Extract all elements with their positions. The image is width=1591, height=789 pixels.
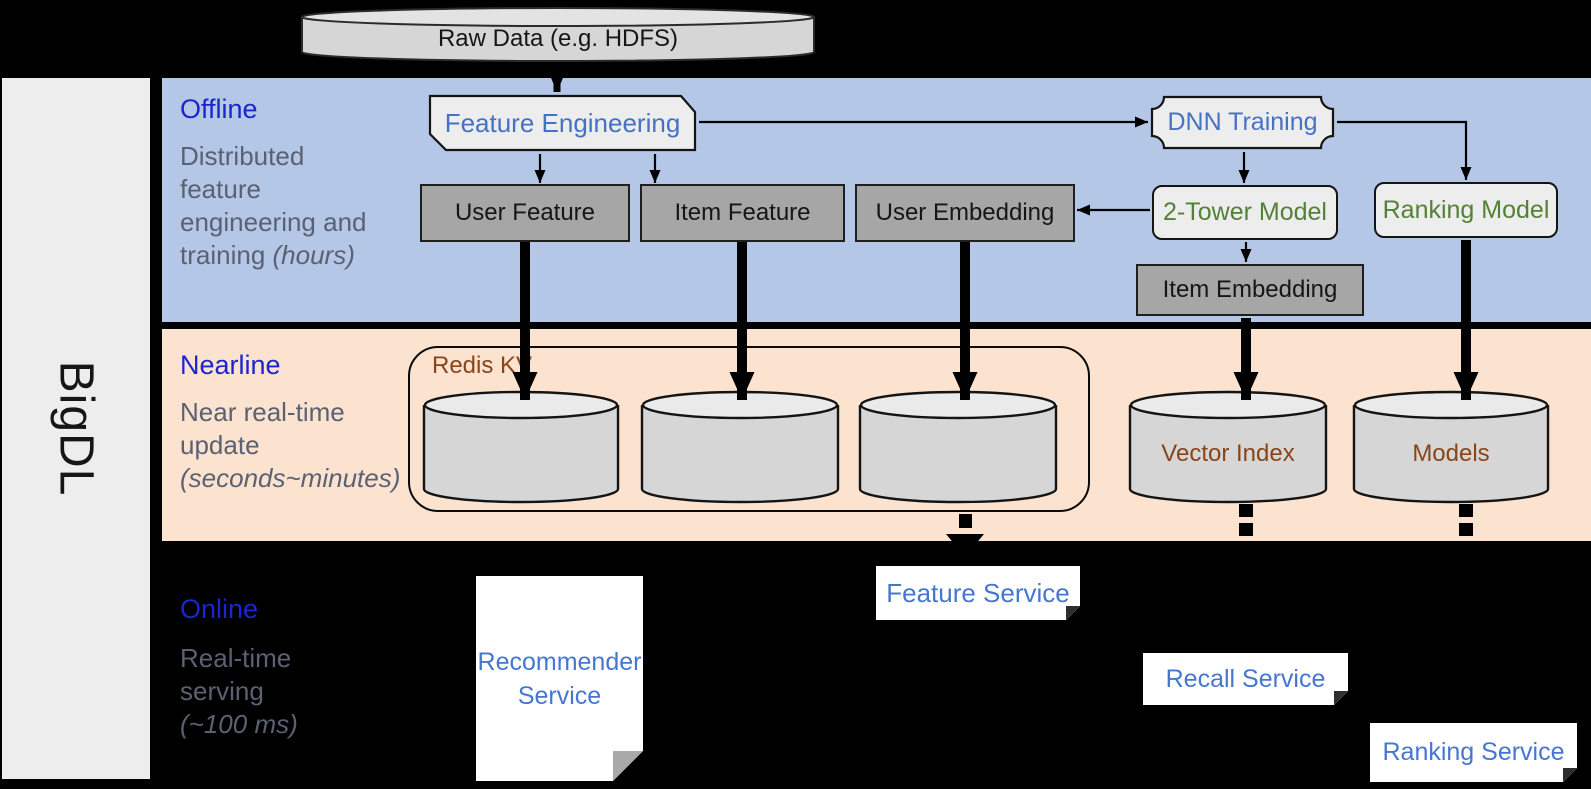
bigdl-logo-text: BigDL: [49, 360, 103, 497]
ranking-service-label: Ranking Service: [1382, 738, 1565, 766]
offline-title: Offline: [180, 94, 258, 124]
vector-index-store: Vector Index: [1128, 390, 1328, 507]
dnn-training-label: DNN Training: [1167, 108, 1318, 136]
two-tower-model-node: 2-Tower Model: [1152, 185, 1338, 240]
item-embedding-node: Item Embedding: [1136, 264, 1364, 316]
bigdl-sidebar: BigDL: [2, 78, 150, 779]
ranking-service-node: Ranking Service: [1370, 723, 1577, 782]
redis-cylinder-1: [422, 390, 620, 507]
models-store: Models: [1352, 390, 1550, 507]
recall-service-node: Recall Service: [1143, 653, 1348, 705]
online-title: Online: [180, 594, 259, 624]
cylinder-shape: [640, 390, 840, 507]
nearline-description: Near real-time update (seconds~minutes): [180, 397, 401, 493]
offline-description: Distributed feature engineering and trai…: [180, 141, 367, 270]
cylinder-shape: [422, 390, 620, 507]
user-feature-node: User Feature: [420, 184, 630, 242]
plaque-shape: [1150, 95, 1335, 150]
dnn-training-node: DNN Training: [1150, 95, 1335, 150]
redis-cylinder-2: [640, 390, 840, 507]
redis-kv-label: Redis KV: [432, 352, 533, 379]
recall-service-label: Recall Service: [1165, 664, 1326, 693]
two-tower-model-label: 2-Tower Model: [1163, 198, 1327, 226]
cylinder-shape: [1128, 390, 1328, 507]
redis-cylinder-3: [858, 390, 1058, 507]
user-feature-label: User Feature: [454, 199, 596, 226]
feature-engineering-label: Feature Engineering: [444, 107, 681, 138]
online-description: Real-time serving (~100 ms): [180, 643, 298, 739]
feature-service-node: Feature Service: [876, 566, 1080, 620]
cylinder-shape: [858, 390, 1058, 507]
user-embedding-label: User Embedding: [875, 199, 1055, 226]
feature-service-label: Feature Service: [886, 577, 1070, 608]
recommender-service-node: Recommender Service: [476, 576, 643, 781]
vector-index-label: Vector Index: [1161, 439, 1295, 467]
nearline-title: Nearline: [180, 350, 281, 380]
item-feature-label: Item Feature: [674, 199, 811, 226]
models-label: Models: [1412, 439, 1490, 467]
ranking-model-label: Ranking Model: [1382, 195, 1550, 224]
item-embedding-label: Item Embedding: [1162, 276, 1338, 303]
cylinder-shape: [1352, 390, 1550, 507]
raw-data-store: Raw Data (e.g. HDFS): [300, 6, 816, 63]
item-feature-node: Item Feature: [640, 184, 845, 242]
feature-engineering-node: Feature Engineering: [428, 94, 697, 152]
user-embedding-node: User Embedding: [855, 184, 1075, 242]
snip-corner-shape: [428, 94, 697, 152]
raw-data-label: Raw Data (e.g. HDFS): [437, 24, 679, 52]
cylinder-shape: [300, 6, 816, 63]
recommender-service-label: Recommender Service: [477, 647, 642, 710]
ranking-model-node: Ranking Model: [1374, 182, 1558, 238]
